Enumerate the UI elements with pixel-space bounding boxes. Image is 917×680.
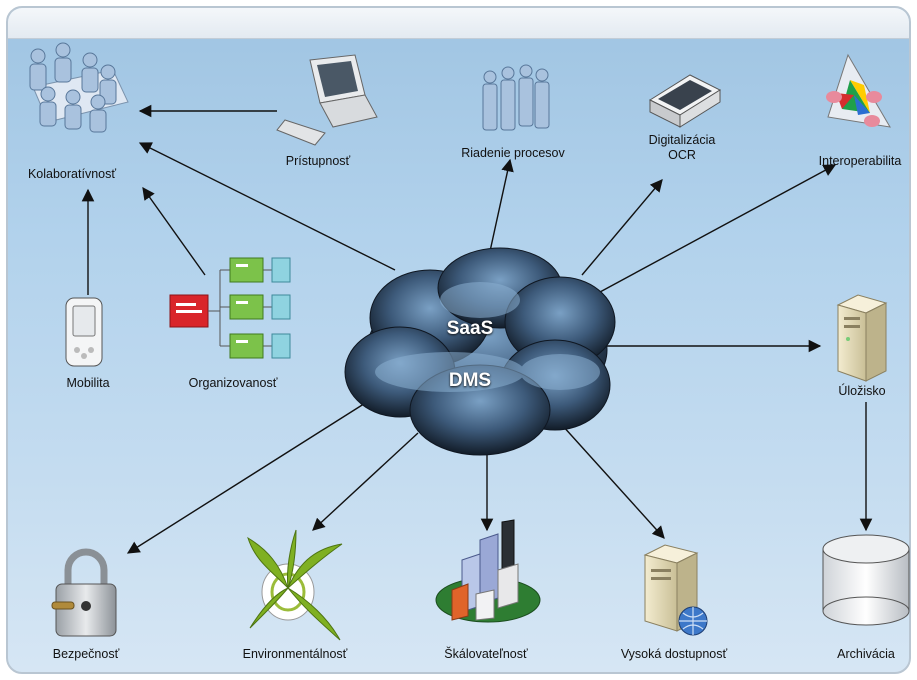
top-band [8,8,909,39]
arrow-cloud-to-kolaborativnost [138,142,396,271]
arrow-cloud-to-riadenie [486,158,514,266]
city-buildings-icon [435,519,541,623]
scanner-icon [648,74,722,128]
cloud-label-dms: DMS [448,370,492,391]
label-skalovatelnost: Škálovateľnosť [444,647,528,661]
arrow-cloud-to-bezpecnost [126,394,379,554]
connector-arrows [81,104,873,554]
padlock-icon [51,548,117,637]
label-riadenie-procesov: Riadenie procesov [461,146,565,160]
database-cylinder-icon [822,534,910,626]
label-vysoka-dostupnost: Vysoká dostupnosť [620,647,728,661]
plant-icon [247,529,343,641]
label-pristupnost: Prístupnosť [285,154,351,168]
server-icon [836,294,888,382]
saas-dms-cloud [344,247,616,456]
label-organizovanost: Organizovanosť [188,376,278,390]
cloud-label-saas: SaaS [446,318,494,339]
label-mobilita: Mobilita [66,376,110,390]
people-group-icon [482,64,550,131]
arrow-cloud-to-interoperabilita [599,164,837,293]
label-ocr: OCR [668,148,696,162]
label-interoperabilita: Interoperabilita [818,154,902,168]
label-bezpecnost: Bezpečnosť [52,647,120,661]
org-chart-icon [169,257,291,359]
label-ulozisko: Úložisko [838,384,886,398]
label-archivacia: Archivácia [837,647,895,661]
label-kolaborativnost: Kolaboratívnosť [27,167,117,181]
label-environmentalnost: Environmentálnosť [242,647,348,661]
arrow-cloud-to-environmentalnost [312,432,419,531]
pda-mobile-icon [65,297,103,367]
arrow-organizovanost-to-kolaborativnost [142,186,206,276]
meeting-people-icon [29,42,129,133]
arrow-cloud-to-digitalizacia [581,179,663,276]
web-server-icon [643,544,708,636]
label-digitalizacia: Digitalizácia [648,133,716,147]
computer-workstation-icon [276,54,378,146]
interoperability-prism-icon [826,53,891,128]
arrow-cloud-to-vysoka-dostupnost [561,424,665,539]
